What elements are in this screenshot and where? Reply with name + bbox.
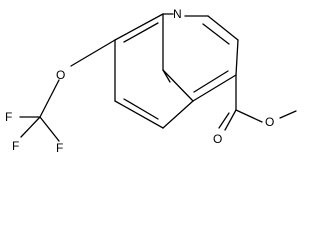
- atom-o-ester: O: [265, 115, 274, 129]
- bond-carbonyl-1: [224, 109, 237, 131]
- bond-c6-c5-inner: [123, 98, 159, 120]
- pyridine-ring: [162, 13, 239, 102]
- atom-o-ether: O: [56, 68, 65, 82]
- bond-c6-c5: [114, 100, 164, 129]
- bond-c-f-bottom-right: [39, 116, 60, 142]
- bond-c7-o: [70, 39, 116, 67]
- bond-c2-c3-inner: [202, 23, 230, 45]
- atom-n-ring: N: [173, 7, 182, 21]
- methyl-ester-group: [218, 74, 297, 131]
- bond-carbonyl-2: [218, 112, 230, 129]
- bond-c4-c4a: [192, 74, 237, 102]
- bond-c2-c3: [207, 15, 239, 41]
- atom-o-carbonyl: O: [213, 132, 222, 146]
- bond-c-f-bottom-left: [20, 116, 41, 138]
- bond-o-methyl: [279, 110, 297, 119]
- atom-f-bottom-left: F: [12, 139, 19, 153]
- atom-f-bottom-right: F: [56, 141, 63, 155]
- atom-f-left: F: [5, 110, 12, 124]
- bond-c8-c7: [114, 13, 164, 41]
- bond-c3-c4: [235, 39, 239, 76]
- bond-c5-c4a: [162, 100, 194, 129]
- benzene-ring: [114, 13, 194, 129]
- bond-o-cf3: [39, 79, 60, 118]
- bond-c-o-ester: [235, 109, 263, 123]
- structure-svg: N O O O F F F: [5, 7, 297, 155]
- bond-c8a-c4a-inner: [162, 69, 171, 83]
- trifluoromethoxy-group: [19, 39, 116, 142]
- bond-c4a-c8a: [162, 69, 194, 102]
- molecule-diagram: N O O O F F F: [5, 7, 297, 155]
- bond-c4-c4a-inner: [193, 70, 229, 93]
- bond-c8-c7-inner: [123, 22, 159, 43]
